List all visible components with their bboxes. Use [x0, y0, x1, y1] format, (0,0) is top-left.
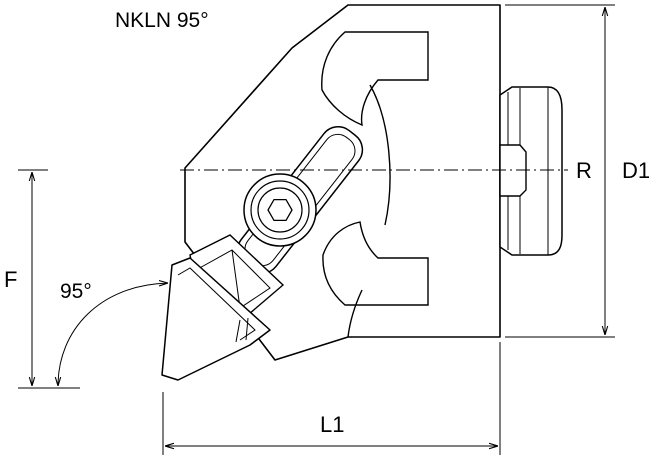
- angle-arc: [58, 283, 168, 386]
- label-l1: L1: [320, 412, 344, 437]
- dimension-d1: [505, 4, 615, 338]
- upper-clamp-slot: [321, 31, 429, 127]
- diagram-title: NKLN 95°: [115, 9, 209, 32]
- dimension-f: [18, 169, 80, 389]
- arc-edge: [347, 84, 391, 338]
- coolant-nut: [499, 86, 563, 256]
- angle-label: 95°: [60, 280, 92, 303]
- clamp-screw: [243, 173, 317, 247]
- lower-clamp-slot: [322, 221, 429, 306]
- label-d1: D1: [622, 158, 650, 183]
- insert-seat-lines: [235, 317, 249, 343]
- label-r: R: [576, 158, 592, 183]
- label-f: F: [4, 267, 17, 292]
- dimension-l1: [162, 342, 501, 455]
- cutting-insert-edge: [177, 267, 256, 341]
